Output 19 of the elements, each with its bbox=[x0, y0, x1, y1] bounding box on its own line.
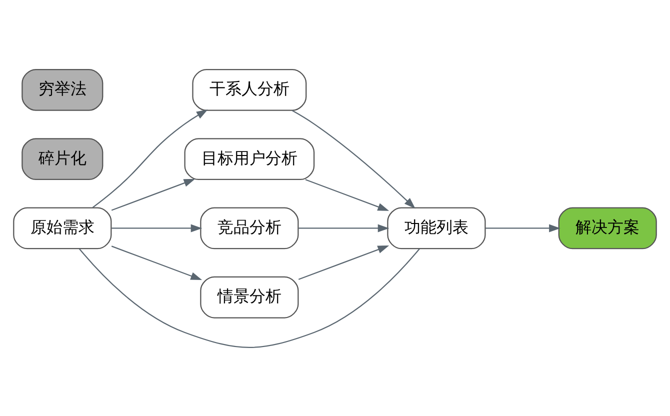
node-box: 干系人分析 bbox=[192, 68, 307, 110]
node-box: 竞品分析 bbox=[200, 206, 299, 249]
arrow bbox=[111, 178, 196, 210]
node-box: 情景分析 bbox=[200, 276, 299, 318]
node-box: 穷举法 bbox=[22, 68, 104, 110]
connector bbox=[78, 248, 420, 348]
arrow bbox=[298, 224, 390, 232]
arrow bbox=[486, 224, 560, 232]
node-box: 目标用户分析 bbox=[184, 138, 315, 180]
arrow bbox=[298, 245, 390, 280]
node-box: 解决方案 bbox=[558, 206, 657, 249]
arrow bbox=[112, 224, 202, 232]
node-box: 原始需求 bbox=[13, 206, 112, 249]
arrow bbox=[292, 109, 416, 208]
arrow bbox=[92, 109, 208, 208]
node-box: 功能列表 bbox=[387, 206, 486, 249]
node-box: 碎片化 bbox=[22, 138, 104, 180]
arrow bbox=[111, 245, 202, 280]
arrow bbox=[305, 178, 390, 210]
